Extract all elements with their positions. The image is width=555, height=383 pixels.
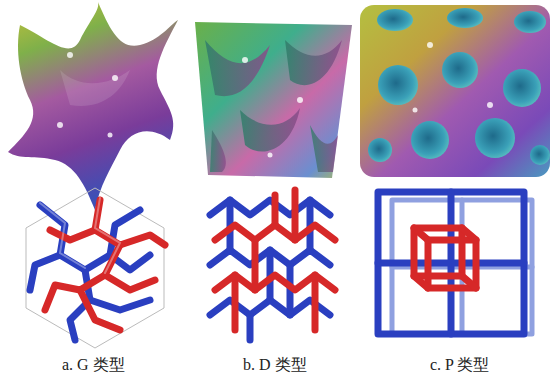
panel-caption: b. D 类型: [243, 355, 307, 375]
panel-caption: c. P 类型: [430, 355, 489, 375]
panel-caption: a. G 类型: [62, 355, 125, 375]
